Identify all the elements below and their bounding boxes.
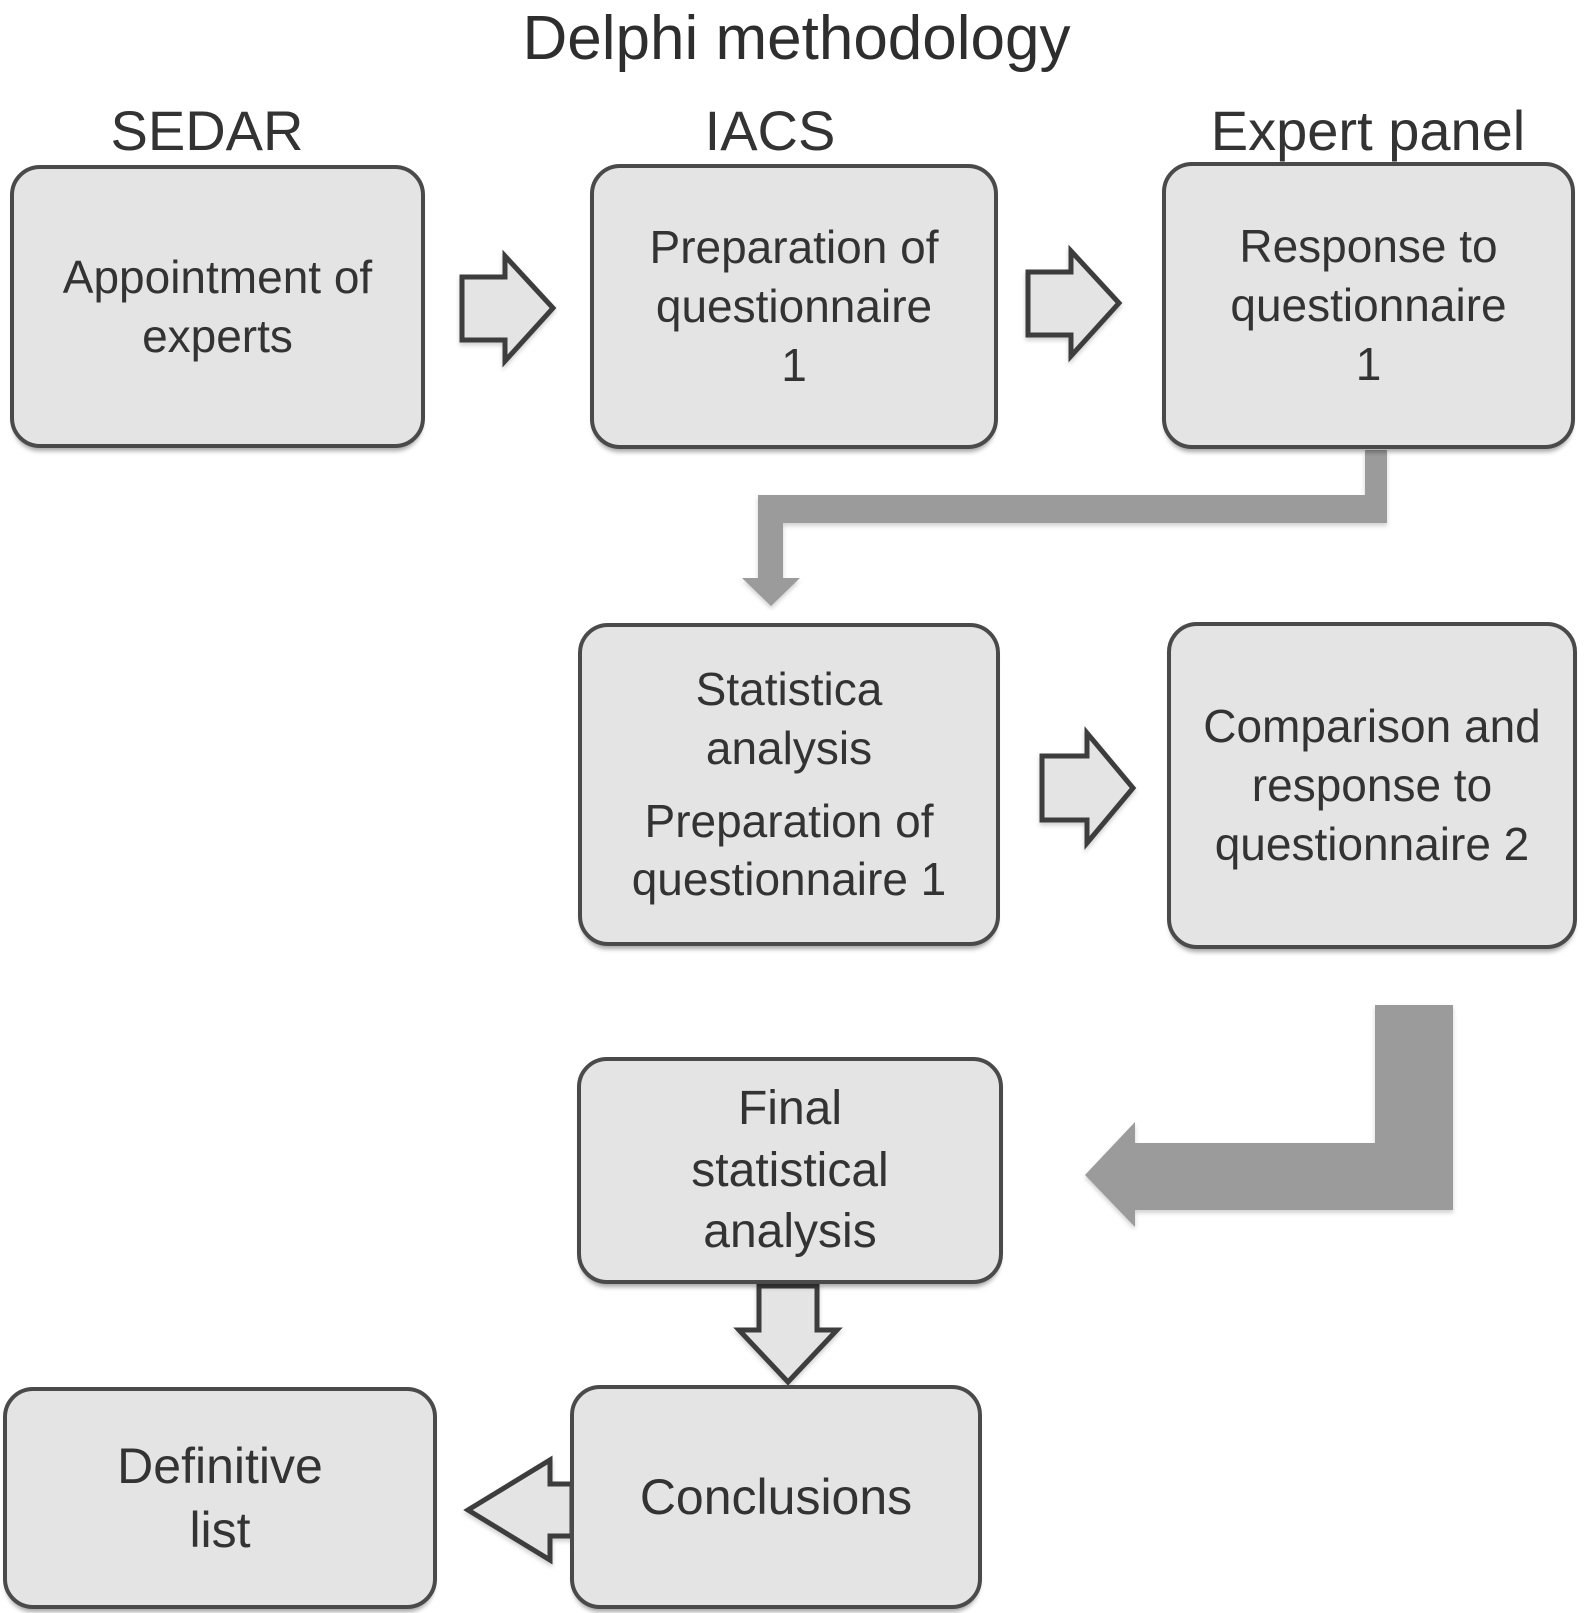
box-text-line: experts <box>142 309 293 362</box>
right-arrow-statistical-to-comparison-icon <box>1039 726 1137 850</box>
box-text-line: questionnaire 1 <box>631 853 947 906</box>
flow-box-preparation-questionnaire-1: Preparation of questionnaire 1 <box>590 164 998 449</box>
box-text-line: questionnaire <box>1230 279 1507 332</box>
column-header-iacs: IACS <box>704 99 836 162</box>
elbow-arrow-response1-to-statistical-icon <box>742 450 1387 606</box>
box-text-line: 1 <box>1355 337 1382 390</box>
down-arrow-final-to-conclusions-icon <box>733 1283 843 1386</box>
box-text-line: questionnaire <box>655 280 933 333</box>
box-text-line: Final <box>737 1082 843 1136</box>
box-text-line: analysis <box>703 1205 877 1259</box>
box-text-line: Preparation of <box>649 221 939 274</box>
elbow-arrow-comparison2-to-final-icon <box>1085 1005 1453 1227</box>
box-text-line: 1 <box>781 338 807 391</box>
box-text-line: list <box>189 1502 251 1558</box>
flow-box-statistical-analysis-preparation: Statistica analysis Preparation of quest… <box>578 623 1000 946</box>
flow-box-response-questionnaire-1: Response to questionnaire 1 <box>1162 162 1575 449</box>
box-text-line: Comparison and <box>1203 700 1541 753</box>
box-text-line: Conclusions <box>639 1469 913 1525</box>
flow-box-comparison-response-questionnaire-2: Comparison and response to questionnaire… <box>1167 622 1577 949</box>
box-text-line: Statistica <box>695 662 883 715</box>
right-arrow-preparation-to-response-icon <box>1025 244 1123 363</box>
page-title: Delphi methodology <box>522 4 1071 73</box>
box-text-line: Appointment of <box>62 250 373 303</box>
left-arrow-conclusions-to-definitive-icon <box>463 1455 575 1565</box>
box-text-line: Preparation of <box>644 794 934 847</box>
box-text-line: response to <box>1251 759 1493 812</box>
box-text-line: questionnaire 2 <box>1214 817 1530 870</box>
box-text-line: statistical <box>691 1143 889 1197</box>
column-header-expert-panel: Expert panel <box>1210 99 1526 162</box>
flow-box-conclusions: Conclusions <box>570 1385 982 1609</box>
box-text-line: analysis <box>705 721 873 774</box>
right-arrow-appointment-to-preparation-icon <box>459 249 557 368</box>
column-header-sedar: SEDAR <box>110 99 304 162</box>
box-text-line: Definitive <box>117 1438 323 1494</box>
box-text-line: Response to <box>1239 220 1498 273</box>
flow-box-appointment-of-experts: Appointment of experts <box>10 165 425 448</box>
flow-box-definitive-list: Definitive list <box>3 1387 437 1609</box>
flow-box-final-statistical-analysis: Final statistical analysis <box>577 1057 1003 1284</box>
